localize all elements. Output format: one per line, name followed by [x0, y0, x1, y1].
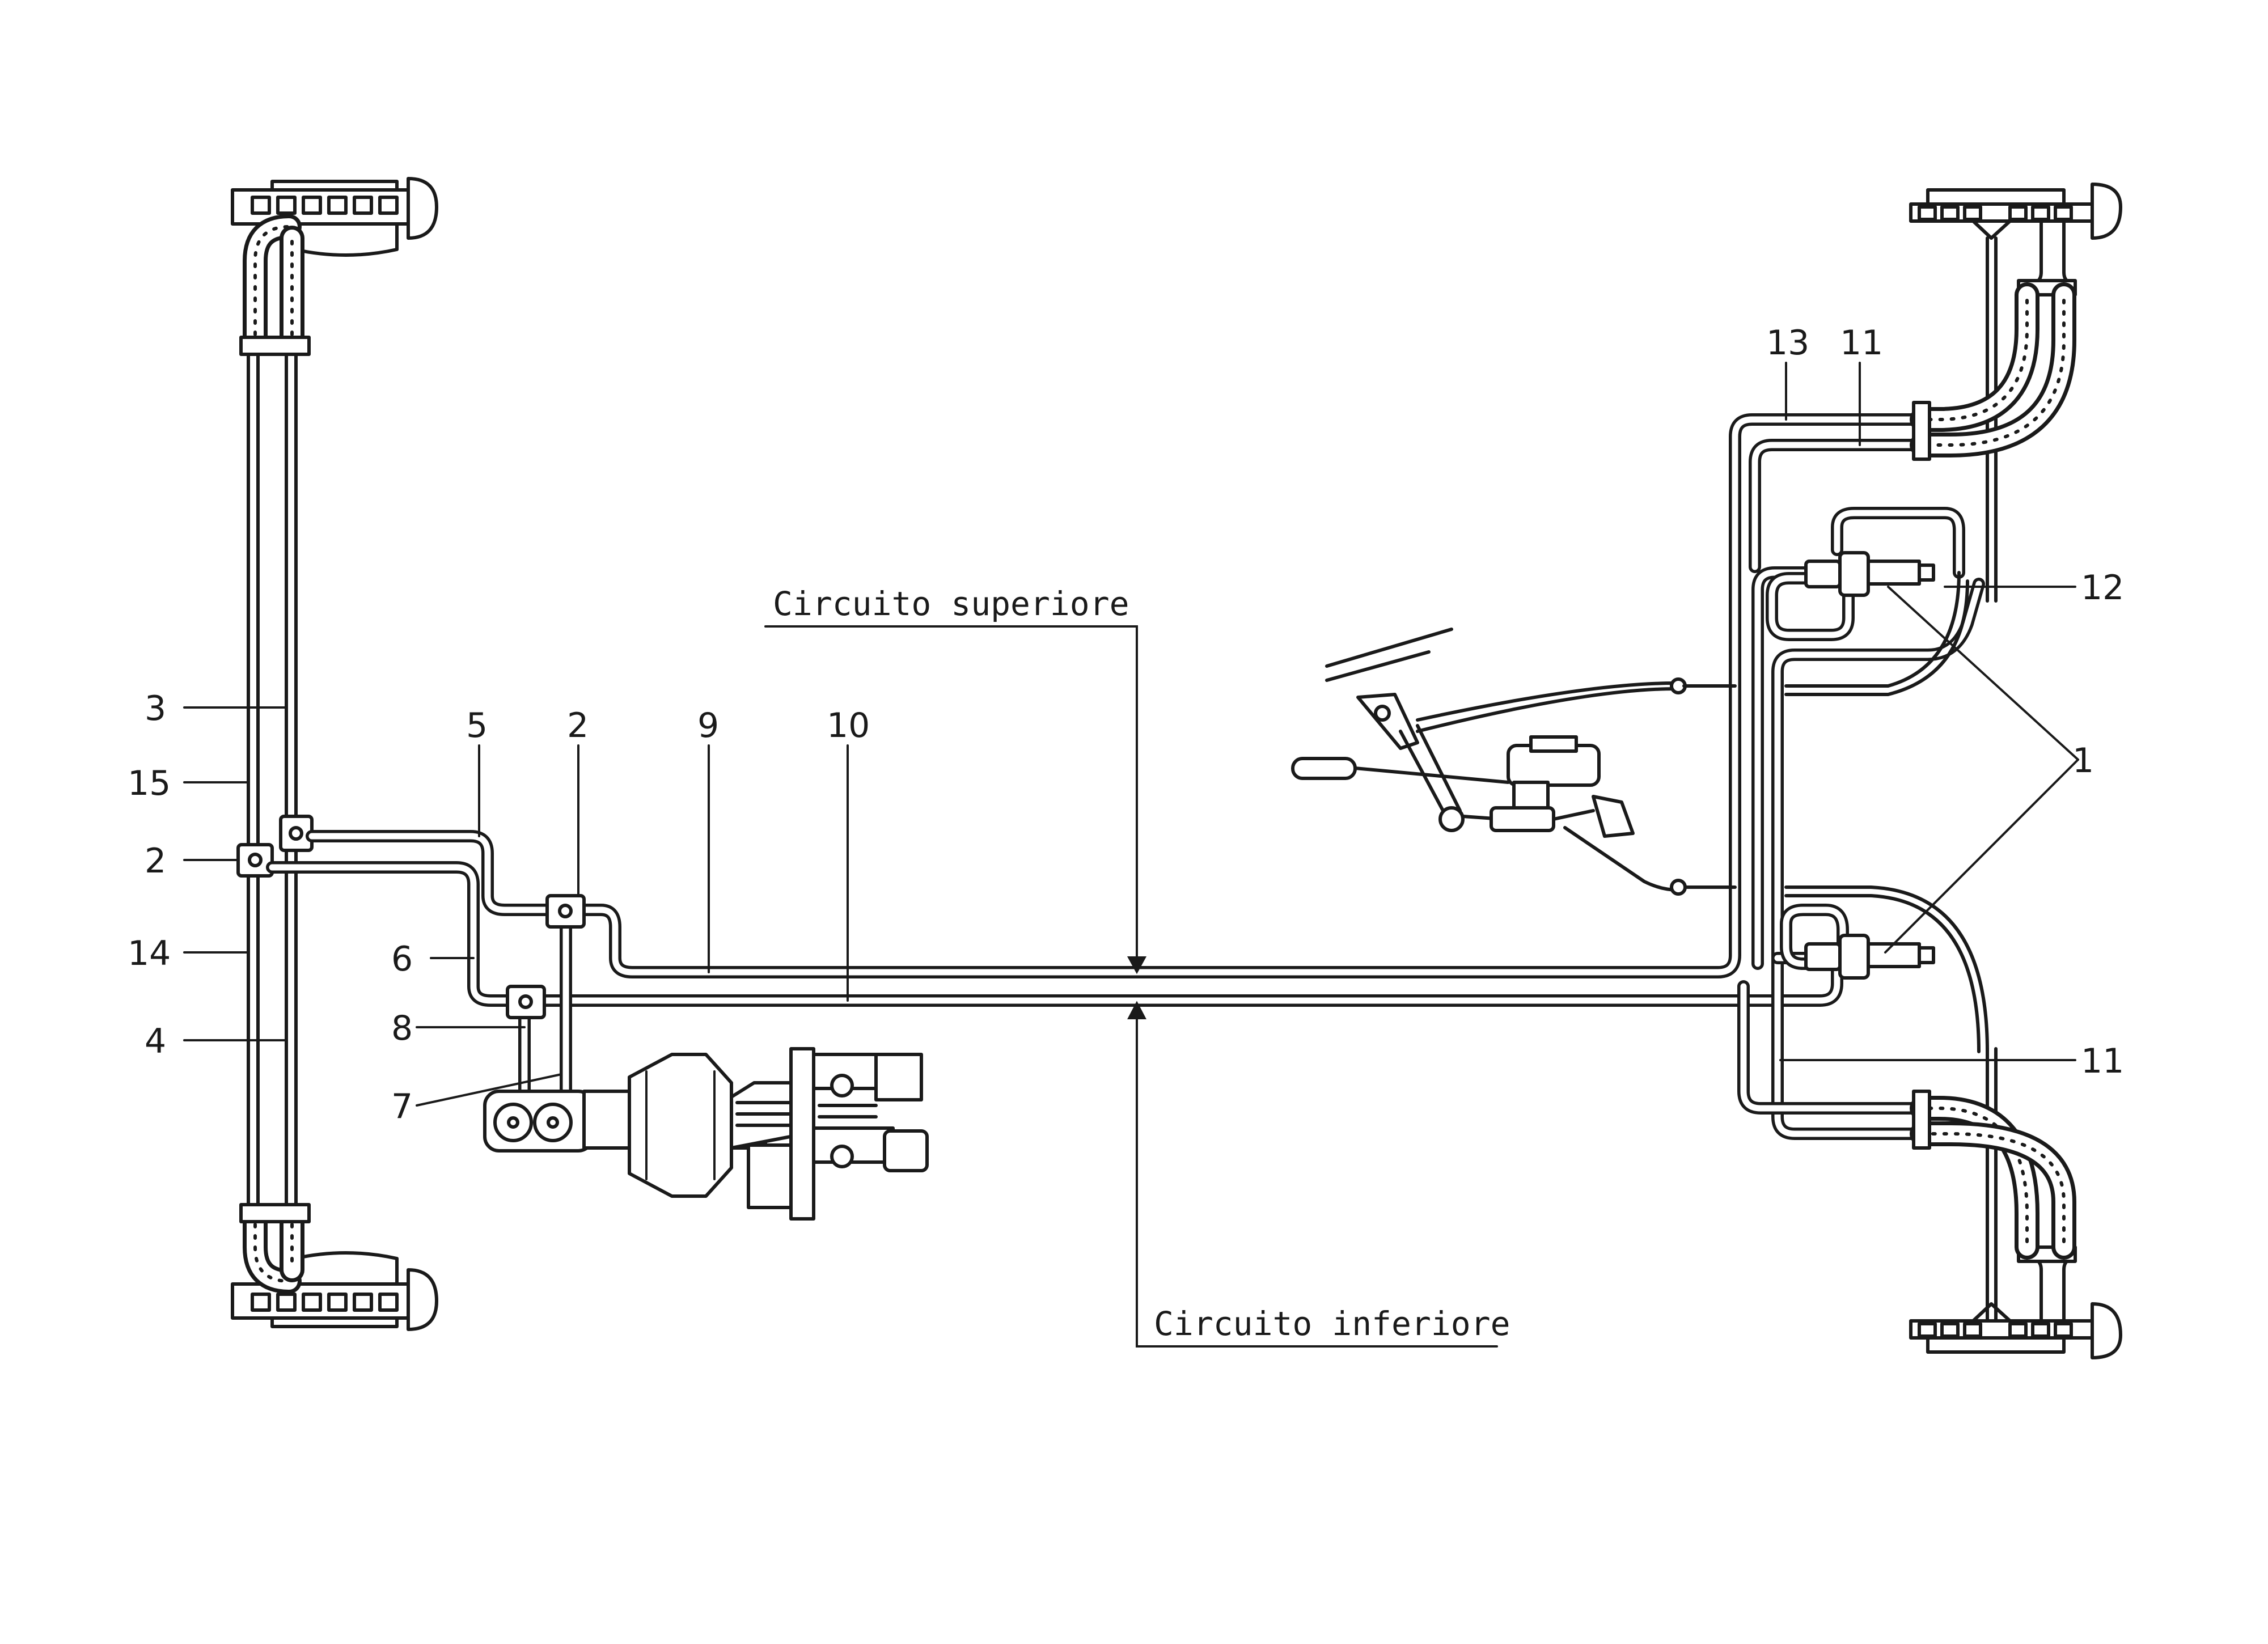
pressure-regulator-upper — [1804, 551, 1935, 597]
mid-tee-fittings — [506, 894, 586, 1019]
callout-12: 12 — [2081, 568, 2124, 608]
callout-8: 8 — [391, 1009, 413, 1048]
callout-10: 10 — [827, 706, 870, 745]
lower-circuit-caption: Circuito inferiore — [1154, 1304, 1510, 1343]
callout-3: 3 — [145, 689, 166, 728]
left-top-wheel-brake — [231, 177, 438, 356]
master-cylinder-servo — [483, 1047, 929, 1221]
callout-9: 9 — [697, 706, 719, 745]
circuit-captions: Circuito superiore Circuito inferiore — [773, 584, 1510, 1343]
handbrake-assembly — [1291, 628, 1737, 896]
upper-circuit-caption: Circuito superiore — [773, 584, 1129, 623]
callout-15: 15 — [128, 764, 171, 803]
left-tee-fittings — [236, 815, 314, 878]
callout-11-bottom: 11 — [2081, 1041, 2124, 1081]
callout-4: 4 — [145, 1022, 166, 1061]
right-axle-lines — [1784, 236, 1998, 1323]
leader-lines — [183, 362, 2079, 1348]
right-bottom-wheel-brake — [1909, 1090, 2122, 1359]
callout-2-mid: 2 — [567, 706, 589, 745]
callout-6: 6 — [391, 939, 413, 979]
callout-1: 1 — [2072, 741, 2094, 781]
brake-pipes — [266, 413, 1985, 1140]
callout-13: 13 — [1766, 323, 1809, 363]
callout-5: 5 — [466, 706, 488, 745]
callout-11-top: 11 — [1840, 323, 1883, 363]
callout-14: 14 — [128, 934, 171, 973]
callout-7: 7 — [391, 1087, 413, 1126]
callout-2-left: 2 — [145, 841, 166, 881]
callout-labels: 3 15 2 14 4 5 2 9 10 6 8 7 13 11 12 1 11 — [128, 323, 2124, 1126]
left-bottom-wheel-brake — [231, 1203, 438, 1331]
pressure-regulator-lower — [1804, 934, 1935, 980]
right-top-wheel-brake — [1909, 183, 2122, 461]
left-axle-lines — [247, 344, 298, 1215]
